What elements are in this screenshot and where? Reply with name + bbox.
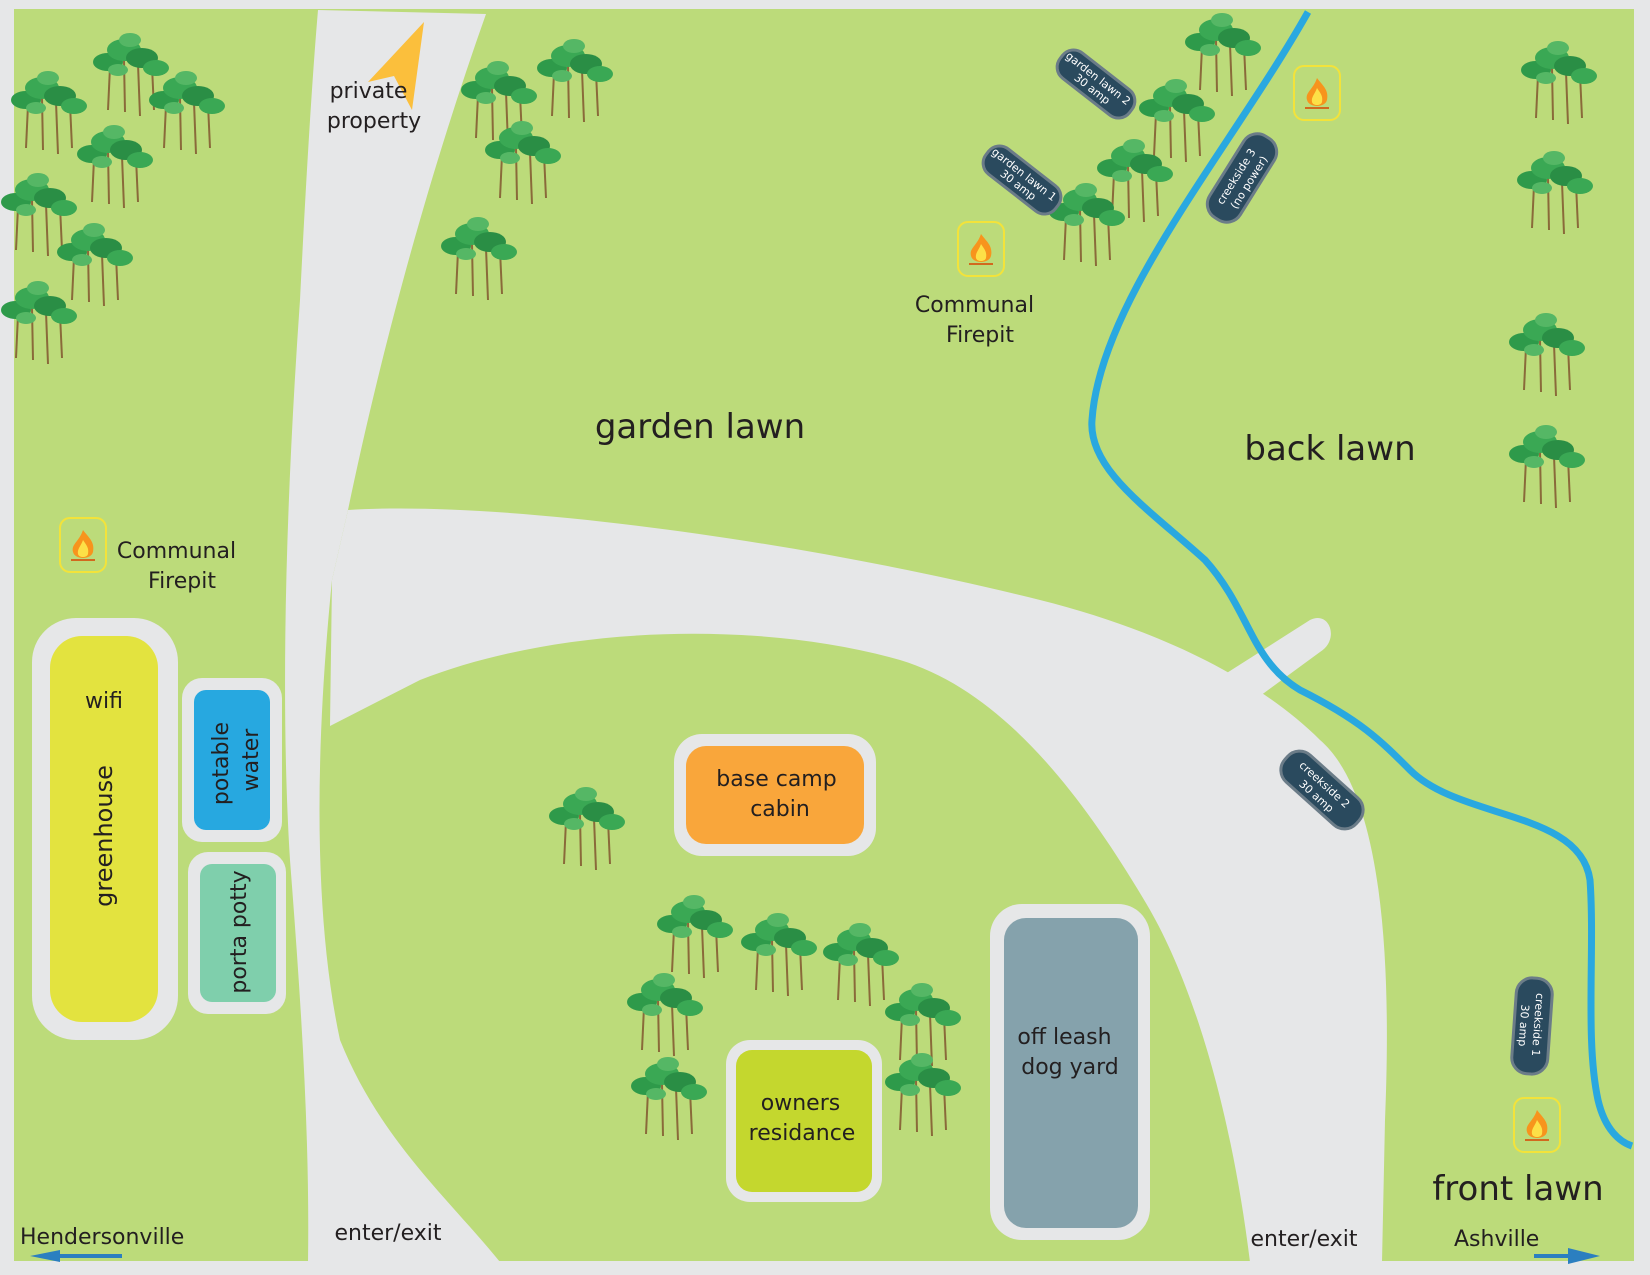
porta-potty: porta potty (188, 852, 286, 1014)
direction-ashville: Ashville (1454, 1227, 1600, 1264)
svg-text:Communal Firepit: Communal Firepit (117, 539, 243, 594)
greenhouse: wifi greenhouse (32, 618, 178, 1040)
firepit-front (1513, 1097, 1561, 1153)
direction-hendersonville: Hendersonville (20, 1225, 184, 1262)
creek (1088, 10, 1634, 1150)
off-leash-dog-yard: off leash dog yard (990, 904, 1150, 1240)
private-property-arrow (368, 22, 424, 110)
main-road (285, 10, 500, 1262)
east-road (330, 508, 1387, 1262)
firepit-north: Communal Firepit (915, 221, 1041, 348)
potable-water: potable water (182, 678, 282, 842)
svg-text:porta potty: porta potty (227, 870, 252, 993)
svg-text:base camp cabin: base camp cabin (716, 767, 843, 822)
base-camp-cabin: base camp cabin (674, 734, 876, 856)
svg-text:owners residance: owners residance (749, 1091, 856, 1146)
garden-lawn-label: garden lawn (595, 407, 805, 447)
entrance-west-label: enter/exit (334, 1221, 441, 1246)
campsite-creekside-2: creekside 2 30 amp (1279, 749, 1365, 831)
svg-text:creekside 1 30 amp: creekside 1 30 amp (1515, 992, 1547, 1061)
campsite-creekside-1: creekside 1 30 amp (1510, 976, 1554, 1076)
firepit-back (1293, 65, 1341, 121)
svg-text:greenhouse: greenhouse (90, 765, 118, 907)
svg-text:off leash dog yard: off leash dog yard (1017, 1025, 1118, 1080)
arrow-right-icon (1534, 1248, 1600, 1264)
arrow-left-icon (30, 1250, 122, 1262)
entrance-east-label: enter/exit (1250, 1227, 1357, 1252)
svg-text:Hendersonville: Hendersonville (20, 1225, 184, 1250)
creek-driveway (1200, 617, 1331, 718)
firepit-west: Communal Firepit (59, 517, 243, 594)
svg-text:Communal Firepit: Communal Firepit (915, 293, 1041, 348)
svg-text:Ashville: Ashville (1454, 1227, 1539, 1252)
svg-text:potable water: potable water (209, 715, 264, 805)
back-lawn-label: back lawn (1244, 429, 1415, 469)
private-property-label: private property (327, 79, 421, 134)
svg-text:wifi: wifi (85, 689, 123, 714)
owners-residence: owners residance (726, 1040, 882, 1202)
front-lawn-label: front lawn (1432, 1169, 1603, 1209)
campsite-creekside-3: creekside 3 (no power) (1205, 132, 1279, 224)
